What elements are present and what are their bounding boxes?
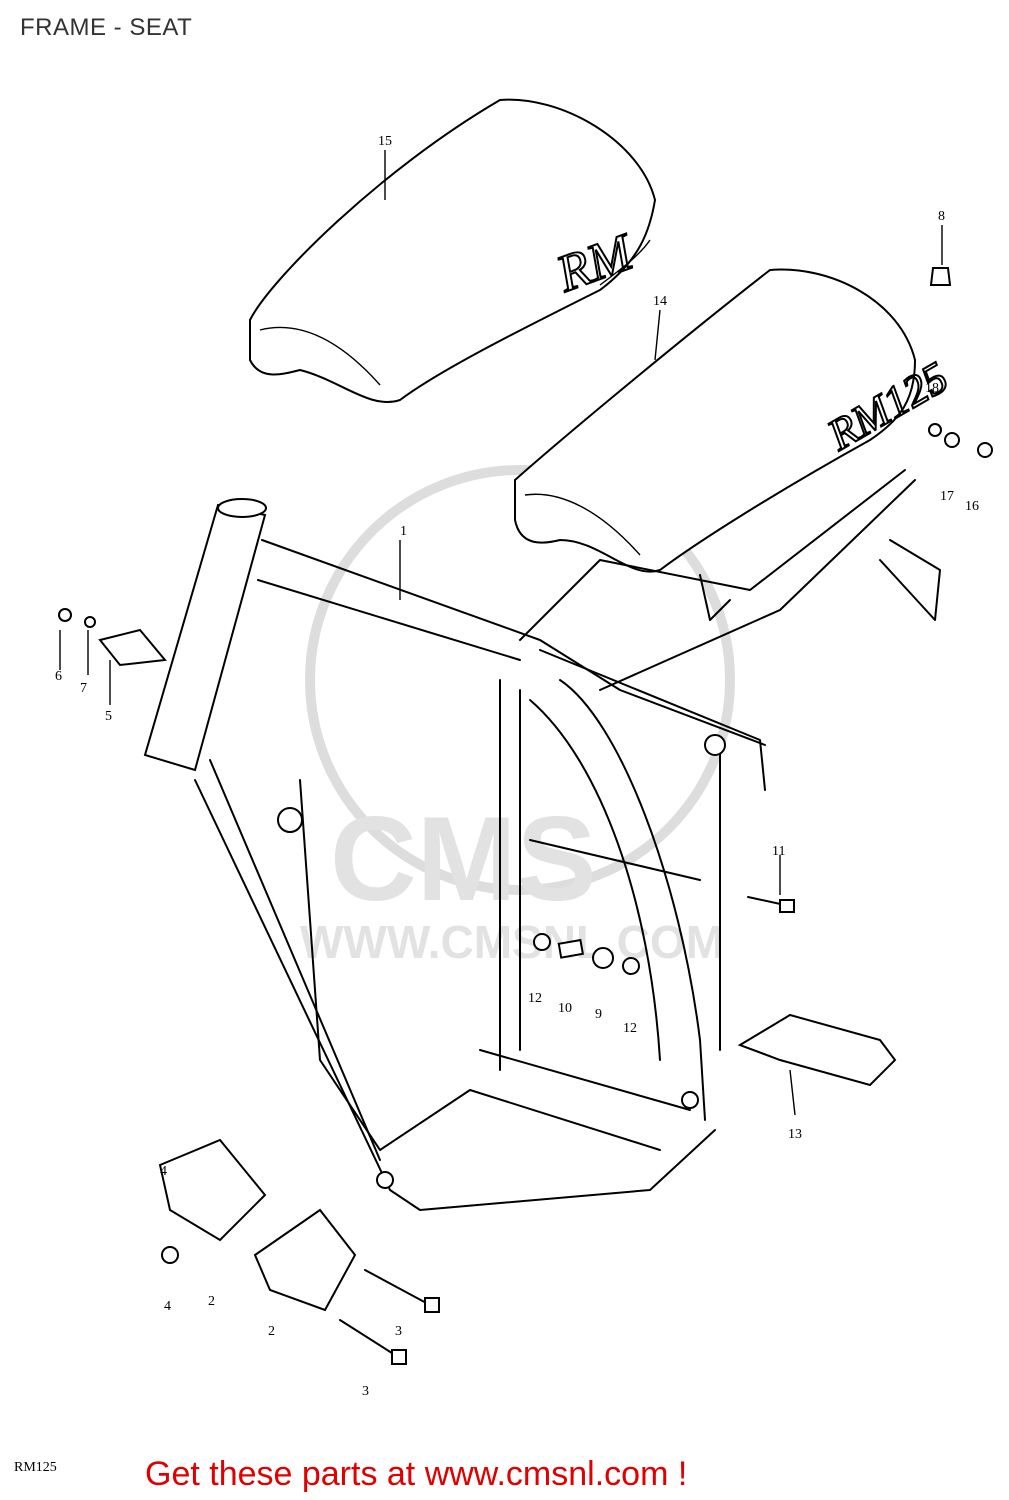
watermark-logo: CMS WWW.CMSNL.COM xyxy=(300,465,735,968)
label-7: 7 xyxy=(80,681,87,696)
label-4b: 4 xyxy=(164,1299,171,1314)
label-15: 15 xyxy=(378,134,392,149)
label-2a: 2 xyxy=(208,1294,215,1309)
seat-rm: RM xyxy=(249,98,657,403)
label-3a: 3 xyxy=(395,1324,402,1339)
label-1: 1 xyxy=(400,524,407,539)
label-10: 10 xyxy=(558,1001,572,1016)
label-8: 8 xyxy=(938,209,945,224)
part-labels: 1 2 2 3 3 4 4 5 6 7 8 9 10 11 12 12 13 1… xyxy=(55,134,979,1399)
label-12a: 12 xyxy=(528,991,542,1006)
diagram-code: RM125 xyxy=(14,1460,57,1475)
label-12b: 12 xyxy=(623,1021,637,1036)
label-18: 18 xyxy=(925,381,939,396)
page-title: FRAME - SEAT xyxy=(20,14,193,41)
frame xyxy=(143,469,941,1211)
leader-lines xyxy=(59,150,943,1116)
label-9: 9 xyxy=(595,1007,602,1022)
label-11: 11 xyxy=(772,844,785,859)
watermark-text: CMS xyxy=(330,792,597,926)
seat-rm125: RM125 xyxy=(514,268,957,573)
small-parts xyxy=(58,267,993,1365)
watermark-url: WWW.CMSNL.COM xyxy=(300,916,724,968)
label-13: 13 xyxy=(788,1127,802,1142)
label-17: 17 xyxy=(940,489,954,504)
cmsnl-link[interactable]: Get these parts at www.cmsnl.com ! xyxy=(145,1455,688,1493)
label-3b: 3 xyxy=(362,1384,369,1399)
label-4a: 4 xyxy=(160,1164,167,1179)
label-2b: 2 xyxy=(268,1324,275,1339)
label-6: 6 xyxy=(55,669,62,684)
label-16: 16 xyxy=(965,499,979,514)
label-14: 14 xyxy=(653,294,667,309)
label-5: 5 xyxy=(105,709,112,724)
